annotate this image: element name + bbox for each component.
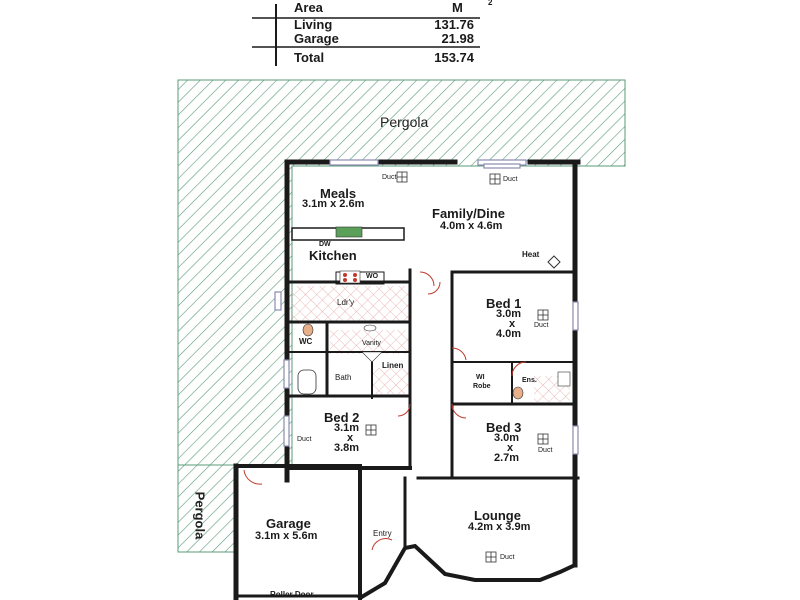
duct-label: Duct [500, 554, 515, 561]
area-table-header-unit: M [452, 0, 463, 15]
area-row-value: 21.98 [441, 31, 474, 46]
duct-label: Duct [382, 174, 397, 181]
area-table-header-area: Area [294, 0, 323, 15]
room-bed3-x: x [507, 442, 514, 454]
room-ensuite-label: Ens. [522, 377, 537, 384]
room-lounge-dim: 4.2m x 3.9m [468, 521, 531, 533]
room-meals-label: Meals [320, 186, 357, 201]
area-row-value: 131.76 [434, 17, 474, 32]
room-garage-label: Garage [266, 516, 311, 531]
room-bed3-dim1: 3.0m [494, 432, 520, 444]
pergola-left-label: Pergola [192, 491, 208, 540]
area-total-value: 153.74 [434, 50, 474, 65]
area-row-label: Garage [294, 31, 339, 46]
heater-label: Heat [522, 250, 540, 259]
linen-label: Linen [382, 361, 404, 370]
room-bed3-label: Bed 3 [486, 420, 522, 435]
room-bed1-dim1: 3.0m [496, 308, 522, 320]
area-table-header-unit-sup: 2 [488, 0, 493, 7]
room-bed1-x: x [509, 318, 516, 330]
area-total-label: Total [294, 50, 325, 65]
room-bed2-x: x [347, 432, 354, 444]
room-garage-dim: 3.1m x 5.6m [255, 530, 318, 542]
room-bed2-dim2: 3.8m [334, 442, 360, 454]
room-bath-label: Bath [335, 373, 352, 382]
room-meals-dim: 3.1m x 2.6m [302, 198, 365, 210]
duct-label: Duct [534, 322, 549, 329]
doors [243, 271, 527, 551]
room-kitchen-label: Kitchen [309, 248, 357, 263]
room-lounge-label: Lounge [474, 508, 521, 523]
duct-label: Duct [538, 447, 553, 454]
room-laundry-label: Ldr'y [337, 298, 355, 307]
fixtures [297, 226, 571, 400]
duct-label: Duct [297, 436, 312, 443]
tiled-areas [292, 286, 570, 402]
windows [274, 159, 579, 455]
room-bed3-dim2: 2.7m [494, 452, 520, 464]
room-bed1-label: Bed 1 [486, 296, 522, 311]
room-family-label: Family/Dine [432, 206, 505, 221]
room-bed2-label: Bed 2 [324, 410, 360, 425]
walk-in-robe-label-2: Robe [473, 383, 491, 390]
vanity-label: Vanity [362, 340, 381, 347]
roller-door-label: Roller Door [270, 590, 314, 599]
dishwasher-label: DW [319, 241, 331, 248]
area-row-label: Living [294, 17, 333, 32]
pergola-top-label: Pergola [380, 114, 429, 130]
pergola-left-area [177, 464, 235, 553]
room-family-dim: 4.0m x 4.6m [440, 220, 503, 232]
duct-icons [365, 171, 549, 563]
duct-label: Duct [503, 176, 518, 183]
room-wc-label: WC [299, 337, 313, 346]
area-table-lines [252, 4, 480, 66]
room-bed1-dim2: 4.0m [496, 328, 522, 340]
walk-in-robe-label-1: WI [476, 374, 485, 381]
entry-label: Entry [373, 529, 392, 538]
wall-oven-label: WO [366, 273, 379, 280]
room-bed2-dim1: 3.1m [334, 422, 360, 434]
